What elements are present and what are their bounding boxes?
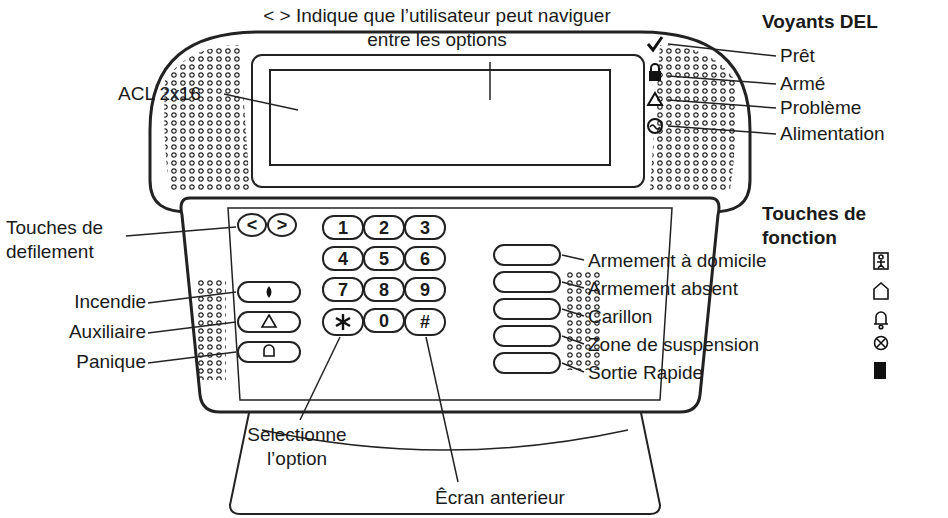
key-glyph: 1 xyxy=(338,218,348,238)
trouble-led xyxy=(648,93,662,105)
key-glyph: 8 xyxy=(379,280,389,300)
panic-icon xyxy=(264,345,274,356)
key-glyph: < xyxy=(247,215,258,235)
aux-icon xyxy=(262,315,276,327)
key-glyph: 3 xyxy=(420,218,430,238)
key-glyph: 2 xyxy=(379,218,389,238)
key-glyph: > xyxy=(277,215,288,235)
door-icon xyxy=(874,362,886,379)
key-glyph: 7 xyxy=(338,280,348,300)
callout-label: Touches de defilement xyxy=(6,216,126,264)
ready-led xyxy=(648,37,662,50)
led-label: Problème xyxy=(780,96,930,120)
function-label: Armement à domicile xyxy=(588,249,873,273)
led-label: Armé xyxy=(780,72,930,96)
speaker-grille xyxy=(164,45,250,190)
key-label: Auxiliaire xyxy=(2,320,146,344)
armed-led xyxy=(651,64,659,72)
led-label: Alimentation xyxy=(780,122,940,146)
power-led xyxy=(650,125,660,129)
callout-label: Êcran anterieur xyxy=(400,486,600,510)
screen-bezel xyxy=(252,55,644,187)
star-icon xyxy=(336,314,350,330)
panic-key xyxy=(238,342,300,362)
aux-key xyxy=(238,312,300,332)
led-label: Prêt xyxy=(780,44,930,68)
callout-note: < > Indique que l’utilisateur peut navig… xyxy=(262,4,612,52)
fire-key xyxy=(238,282,300,302)
function-keys xyxy=(494,245,560,373)
housing-top xyxy=(150,32,750,212)
function-label: Zone de suspension xyxy=(588,333,873,357)
fire-icon xyxy=(267,286,272,298)
key-glyph: # xyxy=(420,312,430,332)
speaker-grille xyxy=(650,45,736,190)
group-heading: Voyants DEL xyxy=(762,10,942,34)
key-glyph: 9 xyxy=(420,280,430,300)
function-icons xyxy=(874,253,888,350)
function-label: Sortie Rapide xyxy=(588,361,873,385)
scroll-key xyxy=(268,214,296,236)
callout-label: Selectionne l’option xyxy=(232,423,362,471)
function-label: Armement absent xyxy=(588,277,873,301)
power-led xyxy=(648,119,662,133)
group-heading: Touches de fonction xyxy=(762,202,946,250)
key-label: Incendie xyxy=(2,290,146,314)
key-glyph: 0 xyxy=(379,311,389,331)
number-keys xyxy=(323,216,445,335)
key-glyph: 4 xyxy=(338,249,348,269)
armed-led xyxy=(649,71,661,81)
function-label: Carillon xyxy=(588,305,873,329)
key-glyph: 5 xyxy=(379,249,389,269)
key-label: Panique xyxy=(2,350,146,374)
scroll-key xyxy=(238,214,266,236)
key-glyph: 6 xyxy=(420,249,430,269)
callout-label: ACL 2x16 xyxy=(118,82,228,106)
lcd-screen xyxy=(270,70,610,165)
